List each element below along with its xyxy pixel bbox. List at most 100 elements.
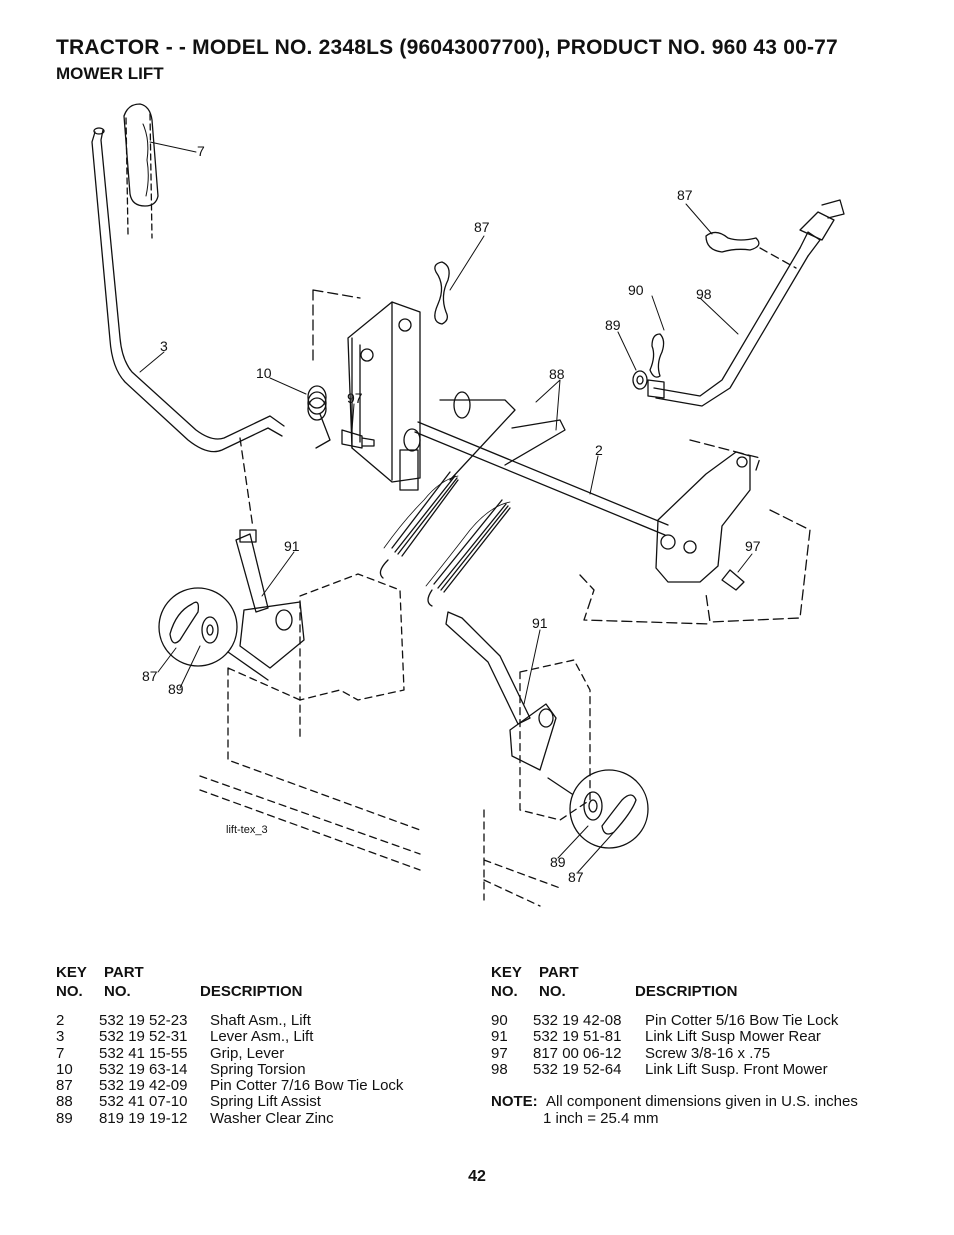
callout-7: 7 <box>197 143 205 159</box>
callout-87: 87 <box>474 219 490 235</box>
key-no: 89 <box>56 1109 73 1127</box>
callout-97: 97 <box>347 390 363 406</box>
callout-91: 91 <box>284 538 300 554</box>
cotter-pin-90-drawing <box>649 333 665 378</box>
callout-89: 89 <box>550 854 566 870</box>
table-row: 91 532 19 51-81 Link Lift Susp Mower Rear <box>491 1028 911 1046</box>
key-no: 97 <box>491 1044 508 1062</box>
part-no: 532 41 07-10 <box>99 1093 188 1111</box>
key-no: 90 <box>491 1012 508 1029</box>
callout-88: 88 <box>549 366 565 382</box>
lever-grip-drawing <box>123 103 159 207</box>
washer-89-upper-drawing <box>632 370 648 390</box>
callout-90: 90 <box>628 282 644 298</box>
screw-97-right-drawing <box>721 569 745 591</box>
key-no: 3 <box>56 1028 65 1046</box>
table-header: KEY NO. PART NO. DESCRIPTION <box>56 964 456 1001</box>
description: Shaft Asm., Lift <box>210 1012 311 1029</box>
description: Spring Lift Assist <box>210 1093 321 1111</box>
header-part-no: NO. <box>539 983 566 1000</box>
pivot-bracket-drawing <box>312 289 421 491</box>
key-no: 98 <box>491 1060 508 1078</box>
description: Grip, Lever <box>210 1044 285 1062</box>
description: Screw 3/8-16 x .75 <box>645 1044 771 1062</box>
part-no: 532 19 52-31 <box>99 1028 188 1046</box>
header-part-no: NO. <box>104 983 131 1000</box>
right-bracket-drawing <box>579 439 811 625</box>
table-row: 10 532 19 63-14 Spring Torsion <box>56 1060 456 1078</box>
cotter-pin-87-top-drawing <box>434 261 450 325</box>
mower-deck-outline-drawing <box>199 573 591 907</box>
description: Washer Clear Zinc <box>210 1109 334 1127</box>
key-no: 87 <box>56 1077 73 1095</box>
lift-lever-drawing <box>91 113 285 529</box>
part-no: 532 19 52-64 <box>533 1060 622 1078</box>
header-description: DESCRIPTION <box>635 983 738 1000</box>
part-no: 532 19 63-14 <box>99 1060 188 1078</box>
screw-97-left-drawing <box>341 429 375 449</box>
callout-10: 10 <box>256 365 272 381</box>
callout-89: 89 <box>605 317 621 333</box>
callout-87: 87 <box>142 668 158 684</box>
key-no: 7 <box>56 1044 65 1062</box>
part-no: 532 19 52-23 <box>99 1012 188 1029</box>
note-line-2: 1 inch = 25.4 mm <box>543 1109 659 1127</box>
page-number: 42 <box>468 1168 486 1185</box>
part-no: 819 19 19-12 <box>99 1109 188 1127</box>
torsion-spring-drawing <box>307 385 331 449</box>
header-key-no: NO. <box>491 983 518 1000</box>
callout-87: 87 <box>568 869 584 885</box>
rear-link-left-drawing <box>235 529 305 669</box>
parts-table-left: KEY NO. PART NO. DESCRIPTION 2 532 19 52-… <box>56 964 456 1127</box>
header-part: PART <box>539 964 579 981</box>
table-row: 88 532 41 07-10 Spring Lift Assist <box>56 1093 456 1111</box>
note-label: NOTE: <box>491 1093 538 1110</box>
header-key: KEY <box>56 964 87 981</box>
key-no: 10 <box>56 1060 73 1078</box>
note-line-1: All component dimensions given in U.S. i… <box>546 1093 858 1110</box>
table-header: KEY NO. PART NO. DESCRIPTION <box>491 964 911 1001</box>
front-link-drawing <box>647 199 845 407</box>
header-key-no: NO. <box>56 983 83 1000</box>
table-row: 87 532 19 42-09 Pin Cotter 7/16 Bow Tie Lo… <box>56 1077 456 1095</box>
callout-89: 89 <box>168 681 184 697</box>
rear-link-right-drawing <box>445 611 557 771</box>
table-row: 90 532 19 42-08 Pin Cotter 5/16 Bow Tie Lo… <box>491 1012 911 1029</box>
callout-98: 98 <box>696 286 712 302</box>
page-title: TRACTOR - - MODEL NO. 2348LS (9604300770… <box>56 36 838 59</box>
section-subtitle: MOWER LIFT <box>56 64 164 83</box>
part-no: 532 19 42-09 <box>99 1077 188 1095</box>
detail-circle-left-drawing <box>158 587 269 681</box>
part-no: 532 19 42-08 <box>533 1012 622 1029</box>
description: Pin Cotter 5/16 Bow Tie Lock <box>645 1012 839 1029</box>
dimension-note: NOTE: All component dimensions given in … <box>491 1093 858 1127</box>
callout-2: 2 <box>595 442 603 458</box>
header-part: PART <box>104 964 144 981</box>
cotter-pin-87-upper-right-drawing <box>705 231 760 253</box>
image-reference-label: lift-tex_3 <box>226 824 268 836</box>
description: Link Lift Susp Mower Rear <box>645 1028 821 1046</box>
callout-91: 91 <box>532 615 548 631</box>
callout-3: 3 <box>160 338 168 354</box>
header-key: KEY <box>491 964 522 981</box>
key-no: 88 <box>56 1093 73 1111</box>
key-no: 2 <box>56 1012 65 1029</box>
callout-leader-lines <box>139 141 753 873</box>
callout-97: 97 <box>745 538 761 554</box>
table-row: 7 532 41 15-55 Grip, Lever <box>56 1044 456 1062</box>
callout-87: 87 <box>677 187 693 203</box>
part-no: 532 41 15-55 <box>99 1044 188 1062</box>
description: Pin Cotter 7/16 Bow Tie Lock <box>210 1077 404 1095</box>
lift-assist-springs-drawing <box>379 399 566 607</box>
header-description: DESCRIPTION <box>200 983 303 1000</box>
description: Spring Torsion <box>210 1060 306 1078</box>
detail-circle-right-drawing <box>547 769 649 849</box>
callout-numbers: 7 87 87 90 98 89 3 10 97 88 2 91 97 87 8… <box>142 143 761 885</box>
parts-table-right: KEY NO. PART NO. DESCRIPTION 90 532 19 42… <box>491 964 911 1078</box>
exploded-parts-diagram: 7 87 87 90 98 89 3 10 97 88 2 91 97 87 8… <box>91 103 845 907</box>
part-no: 532 19 51-81 <box>533 1028 622 1046</box>
table-row: 89 819 19 19-12 Washer Clear Zinc <box>56 1109 456 1127</box>
key-no: 91 <box>491 1028 508 1046</box>
